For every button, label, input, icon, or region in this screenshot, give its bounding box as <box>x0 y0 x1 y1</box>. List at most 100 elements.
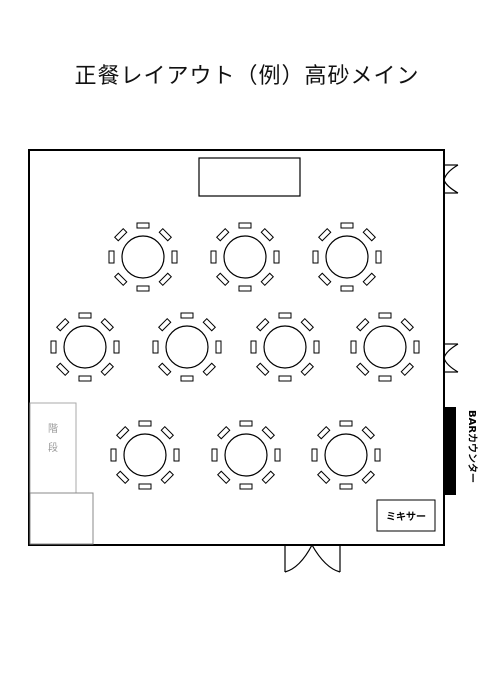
chair <box>180 375 194 382</box>
chair <box>78 375 92 382</box>
round-table <box>50 312 120 382</box>
chair <box>339 420 353 427</box>
mixer-box <box>376 499 436 532</box>
chair <box>339 483 353 490</box>
stairs-label-char-2: 段 <box>48 441 58 454</box>
bar-counter-label: BARカウンター <box>466 410 478 483</box>
chair <box>261 426 275 440</box>
table-top <box>123 433 167 477</box>
bar-counter <box>445 407 456 495</box>
chair <box>311 448 318 462</box>
chair <box>313 340 320 354</box>
chair <box>114 272 128 286</box>
round-table <box>311 420 381 490</box>
bottom-double-door <box>284 544 341 573</box>
round-table <box>152 312 222 382</box>
table-top <box>63 325 107 369</box>
chair <box>312 250 319 264</box>
round-table <box>108 222 178 292</box>
chair <box>256 362 270 376</box>
chair <box>362 228 376 242</box>
round-table <box>211 420 281 490</box>
round-table <box>250 312 320 382</box>
round-table <box>210 222 280 292</box>
chair <box>217 470 231 484</box>
chair <box>56 362 70 376</box>
chair <box>158 362 172 376</box>
chair <box>136 285 150 292</box>
chair <box>260 228 274 242</box>
chair <box>317 470 331 484</box>
chair <box>378 375 392 382</box>
chair <box>317 426 331 440</box>
table-top <box>224 433 268 477</box>
chair <box>78 312 92 319</box>
chair <box>278 375 292 382</box>
head-table <box>198 157 301 197</box>
chair <box>216 272 230 286</box>
chair <box>160 470 174 484</box>
chair <box>50 340 57 354</box>
chair <box>202 362 216 376</box>
chair <box>350 340 357 354</box>
chair <box>108 250 115 264</box>
guest-tables <box>50 222 420 490</box>
chair <box>340 285 354 292</box>
chair <box>100 318 114 332</box>
chair <box>278 312 292 319</box>
round-table <box>312 222 382 292</box>
chair <box>110 448 117 462</box>
chair <box>152 340 159 354</box>
chair <box>238 222 252 229</box>
table-top <box>121 235 165 279</box>
chair <box>400 318 414 332</box>
round-table <box>350 312 420 382</box>
room-outline <box>28 149 445 546</box>
chair <box>56 318 70 332</box>
chair <box>362 272 376 286</box>
chair <box>361 470 375 484</box>
chair <box>239 483 253 490</box>
table-top <box>324 433 368 477</box>
chair <box>300 362 314 376</box>
chair <box>202 318 216 332</box>
chair <box>180 312 194 319</box>
chair <box>378 312 392 319</box>
chair <box>158 272 172 286</box>
chair <box>318 272 332 286</box>
mixer-label: ミキサー <box>386 511 426 523</box>
chair <box>340 222 354 229</box>
chair <box>114 228 128 242</box>
chair <box>138 420 152 427</box>
chair <box>116 426 130 440</box>
page-title: 正餐レイアウト（例）高砂メイン <box>74 64 420 89</box>
chair <box>375 250 382 264</box>
chair <box>217 426 231 440</box>
table-top <box>263 325 307 369</box>
chair <box>211 448 218 462</box>
table-top <box>325 235 369 279</box>
chair <box>374 448 381 462</box>
round-table <box>110 420 180 490</box>
chair <box>215 340 222 354</box>
chair <box>260 272 274 286</box>
chair <box>300 318 314 332</box>
chair <box>158 228 172 242</box>
chair <box>356 362 370 376</box>
chair <box>171 250 178 264</box>
chair <box>273 250 280 264</box>
stairs-area <box>29 402 77 494</box>
chair <box>400 362 414 376</box>
chair <box>136 222 150 229</box>
chair <box>413 340 420 354</box>
table-top <box>223 235 267 279</box>
stairs-label-char-1: 階 <box>48 423 58 435</box>
chair <box>274 448 281 462</box>
right-door-top <box>443 164 459 194</box>
storage-area <box>29 492 94 545</box>
chair <box>210 250 217 264</box>
chair <box>216 228 230 242</box>
chair <box>261 470 275 484</box>
